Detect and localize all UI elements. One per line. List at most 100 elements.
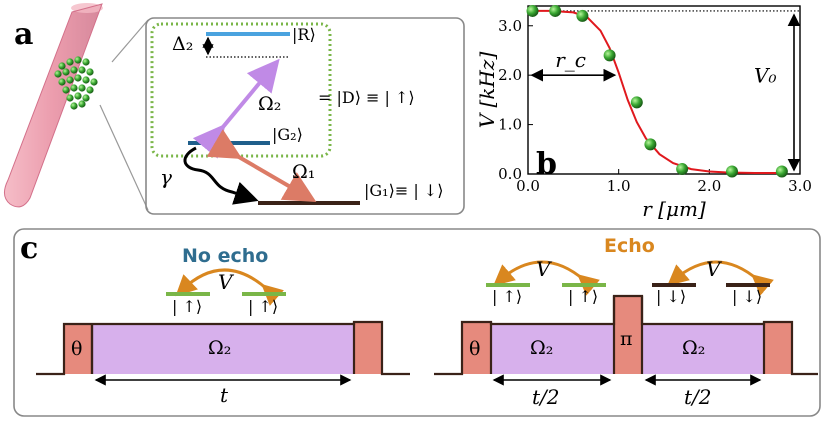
echo-pi: π bbox=[620, 328, 633, 350]
panel-c-frame bbox=[13, 228, 821, 417]
atom bbox=[70, 102, 78, 110]
data-point bbox=[644, 138, 657, 151]
no-echo-V: V bbox=[218, 270, 235, 294]
data-point bbox=[726, 165, 738, 178]
no-echo-omega2: Ω₂ bbox=[208, 337, 231, 359]
echo-drive-a bbox=[491, 324, 614, 374]
echo-half-t-b: t/2 bbox=[684, 385, 712, 409]
ket-G1: |G₁⟩≡ | ↓⟩ bbox=[364, 181, 443, 200]
panel-label-a: a bbox=[14, 17, 33, 52]
no-echo-drive bbox=[92, 324, 354, 374]
data-point bbox=[603, 49, 616, 62]
no-echo-theta-pulse bbox=[64, 324, 92, 374]
data-point bbox=[775, 165, 788, 178]
atom bbox=[58, 78, 66, 86]
panel-label-c: c bbox=[20, 231, 38, 266]
omega1-arrow bbox=[206, 129, 317, 203]
plot-frame bbox=[527, 5, 801, 175]
ket-R: |R⟩ bbox=[292, 25, 316, 44]
x-tick-label: 3.0 bbox=[788, 177, 812, 195]
atom bbox=[82, 58, 90, 66]
panel-label-b: b bbox=[536, 147, 557, 182]
dressed-state-box bbox=[150, 22, 332, 158]
echo-ket-2: | ↑⟩ bbox=[568, 287, 598, 306]
v0-label: V₀ bbox=[754, 64, 776, 88]
no-echo-ket-left: | ↑⟩ bbox=[172, 297, 202, 316]
echo-final-pulse bbox=[764, 322, 792, 374]
echo-ket-3: | ↓⟩ bbox=[656, 287, 686, 306]
x-tick-label: 0.0 bbox=[516, 177, 540, 195]
echo-omega2-b: Ω₂ bbox=[682, 337, 705, 359]
data-point bbox=[526, 4, 539, 17]
y-axis-label: V [kHz] bbox=[475, 52, 499, 129]
no-echo-theta: θ bbox=[71, 338, 82, 360]
echo-V-left: V bbox=[536, 257, 553, 281]
omega2-label-a: Ω₂ bbox=[258, 93, 281, 115]
echo-exchange-arrow-right bbox=[667, 260, 774, 296]
atom-cloud bbox=[54, 56, 98, 110]
atom bbox=[66, 94, 74, 102]
echo-sequence-line bbox=[434, 294, 818, 376]
data-point bbox=[630, 96, 643, 109]
potential-chart: 0.0 1.0 2.0 3.0 0.0 1.0 2.0 3.0 r_cV₀ r [μm] V [kH… bbox=[475, 4, 812, 221]
no-echo-ket-right: | ↑⟩ bbox=[248, 297, 278, 316]
x-tick-label: 2.0 bbox=[697, 177, 721, 195]
rc-label: r_c bbox=[555, 48, 586, 72]
atom bbox=[86, 68, 94, 76]
zoom-line-top bbox=[111, 19, 149, 63]
zoom-line-bottom bbox=[99, 104, 149, 211]
y-tick-label: 3.0 bbox=[498, 17, 522, 35]
laser-beam bbox=[4, 3, 103, 208]
atom bbox=[62, 68, 70, 76]
omega1-label: Ω₁ bbox=[292, 161, 315, 183]
y-tick-label: 1.0 bbox=[498, 116, 522, 134]
no-echo-t: t bbox=[220, 383, 229, 407]
data-point bbox=[549, 4, 562, 17]
echo-exchange-arrow-left bbox=[493, 260, 600, 296]
echo-sequence: Echo V | ↑⟩ | ↑⟩ V | ↓⟩ | ↓⟩ θ Ω₂ π Ω₂ t… bbox=[434, 235, 818, 409]
gamma-decay-arrow bbox=[183, 146, 259, 205]
atom bbox=[70, 66, 78, 74]
echo-theta: θ bbox=[469, 338, 480, 360]
echo-V-right: V bbox=[706, 257, 723, 281]
fit-curve bbox=[528, 9, 782, 174]
x-axis-label: r [μm] bbox=[642, 197, 706, 221]
no-echo-final-pulse bbox=[354, 322, 382, 374]
atom bbox=[66, 58, 74, 66]
atom bbox=[74, 92, 82, 100]
no-echo-title: No echo bbox=[182, 245, 268, 267]
echo-omega2-a: Ω₂ bbox=[530, 337, 553, 359]
atom bbox=[74, 74, 82, 82]
atom bbox=[90, 78, 98, 86]
atom bbox=[78, 100, 86, 108]
atom bbox=[82, 94, 90, 102]
no-echo-sequence: No echo V | ↑⟩ | ↑⟩ θ Ω₂ t bbox=[36, 245, 410, 407]
ket-G2: |G₂⟩ bbox=[272, 125, 303, 144]
atom bbox=[58, 62, 66, 70]
atom bbox=[66, 76, 74, 84]
atom bbox=[74, 56, 82, 64]
level-scheme-box bbox=[145, 17, 465, 215]
atom bbox=[82, 76, 90, 84]
echo-half-t-a: t/2 bbox=[532, 385, 560, 409]
y-tick-label: 0.0 bbox=[498, 165, 522, 183]
x-tick-label: 1.0 bbox=[607, 177, 631, 195]
atom bbox=[86, 86, 94, 94]
echo-pi-pulse bbox=[614, 296, 642, 374]
echo-title: Echo bbox=[604, 235, 655, 257]
dressed-state-label: = |D⟩ ≡ | ↑⟩ bbox=[318, 88, 415, 107]
atom bbox=[70, 84, 78, 92]
atom bbox=[54, 70, 62, 78]
data-point bbox=[676, 163, 689, 176]
data-point bbox=[576, 9, 589, 22]
echo-theta-pulse bbox=[462, 322, 491, 374]
atom bbox=[62, 86, 70, 94]
delta2-label: Δ₂ bbox=[172, 33, 193, 55]
echo-ket-4: | ↓⟩ bbox=[732, 287, 762, 306]
omega2-arrow bbox=[192, 58, 280, 159]
y-tick-label: 2.0 bbox=[498, 66, 522, 84]
gamma-label: γ bbox=[160, 165, 172, 189]
no-echo-exchange-arrow bbox=[175, 268, 284, 306]
echo-ket-1: | ↑⟩ bbox=[492, 287, 522, 306]
